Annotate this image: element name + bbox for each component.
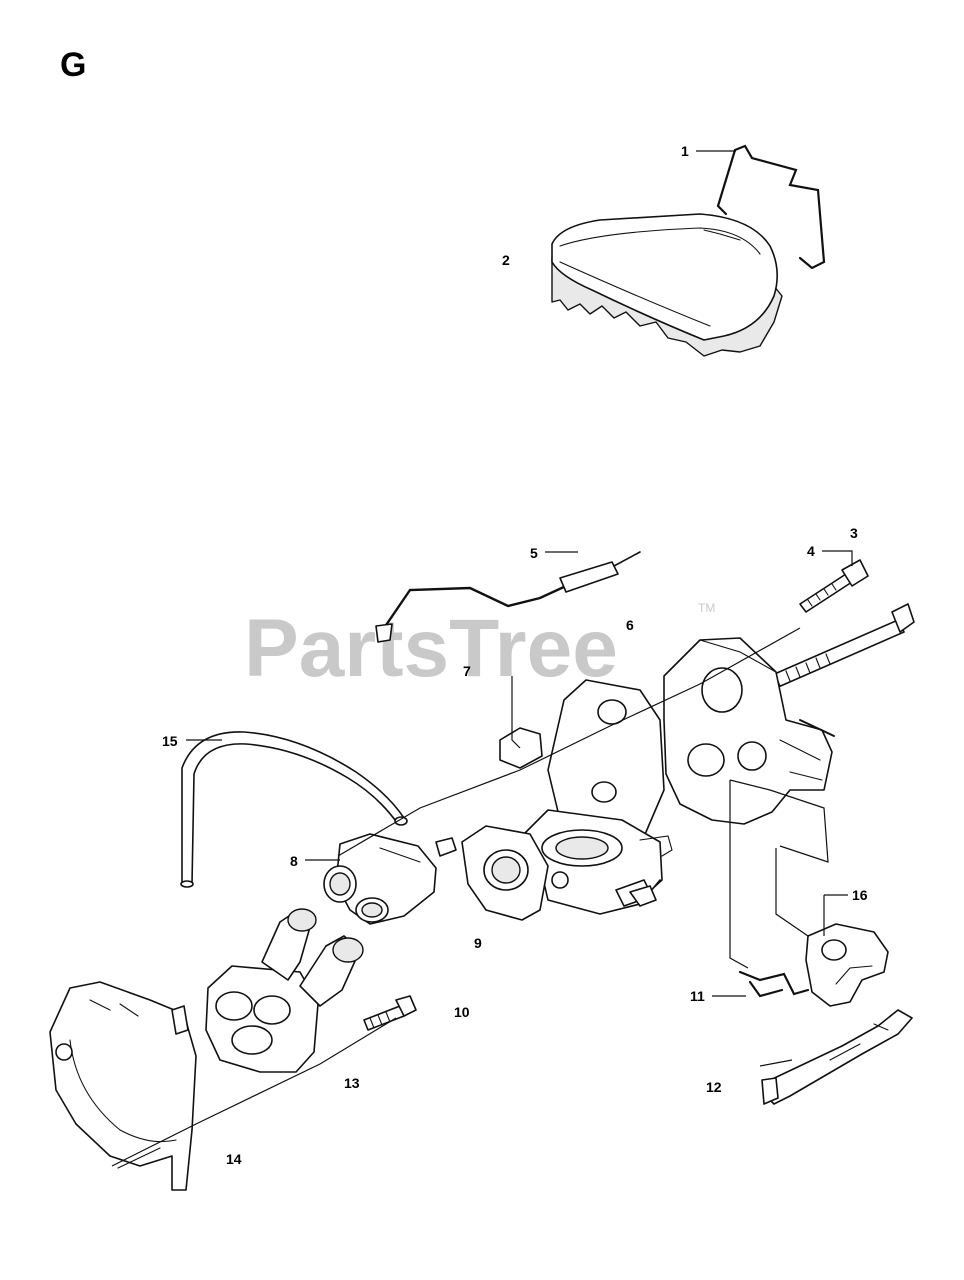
svg-text:8: 8 [290, 853, 298, 869]
assembly-lines [111, 627, 829, 1167]
part-5-rod[interactable] [375, 551, 641, 643]
section-letter: G [60, 46, 86, 84]
svg-text:13: 13 [344, 1075, 360, 1091]
part-16-bracket[interactable] [805, 923, 889, 1007]
callout-1: 1 [681, 143, 736, 159]
part-8-intake-elbow[interactable] [323, 833, 457, 925]
part-9-flange[interactable] [461, 825, 549, 921]
part-3-screw[interactable] [769, 603, 915, 689]
callout-3: 3 [850, 525, 858, 541]
svg-text:7: 7 [463, 663, 471, 679]
svg-text:3: 3 [850, 525, 858, 541]
callout-13: 13 [344, 1075, 360, 1091]
svg-text:1: 1 [681, 143, 689, 159]
part-15-hose[interactable] [180, 731, 408, 888]
svg-text:9: 9 [474, 935, 482, 951]
callout-7: 7 [463, 663, 521, 749]
callout-9: 9 [474, 935, 482, 951]
callout-2: 2 [502, 252, 510, 268]
part-11-clip[interactable] [738, 970, 810, 998]
svg-text:6: 6 [626, 617, 634, 633]
part-12-lever[interactable] [761, 1009, 913, 1105]
svg-text:2: 2 [502, 252, 510, 268]
svg-text:5: 5 [530, 545, 538, 561]
svg-text:4: 4 [807, 543, 815, 559]
callout-4: 4 [807, 543, 853, 566]
part-1-wire-clip[interactable] [716, 144, 826, 270]
watermark: PartsTree TM [244, 601, 715, 694]
callout-10: 10 [454, 1004, 470, 1020]
callout-15: 15 [162, 733, 222, 749]
svg-text:15: 15 [162, 733, 178, 749]
svg-text:11: 11 [690, 988, 705, 1004]
part-2-air-filter-cover[interactable] [551, 213, 783, 357]
part-7-plate[interactable] [499, 679, 665, 847]
watermark-trademark: TM [698, 601, 715, 615]
svg-text:14: 14 [226, 1151, 242, 1167]
svg-text:12: 12 [706, 1079, 722, 1095]
callout-12: 12 [706, 1079, 722, 1095]
part-14-frame[interactable] [49, 981, 197, 1191]
callout-14: 14 [226, 1151, 242, 1167]
callout-16: 16 [823, 887, 868, 936]
callout-11: 11 [690, 988, 746, 1004]
callout-6: 6 [626, 617, 634, 633]
part-10-manifold[interactable] [205, 908, 364, 1073]
watermark-text: PartsTree [244, 603, 618, 694]
callout-5: 5 [530, 545, 578, 561]
svg-text:16: 16 [852, 887, 868, 903]
callout-8: 8 [290, 853, 340, 869]
part-6-intake-housing[interactable] [663, 637, 835, 825]
svg-text:10: 10 [454, 1004, 470, 1020]
part-4-screw[interactable] [799, 559, 869, 613]
part-13-screw[interactable] [363, 995, 417, 1031]
